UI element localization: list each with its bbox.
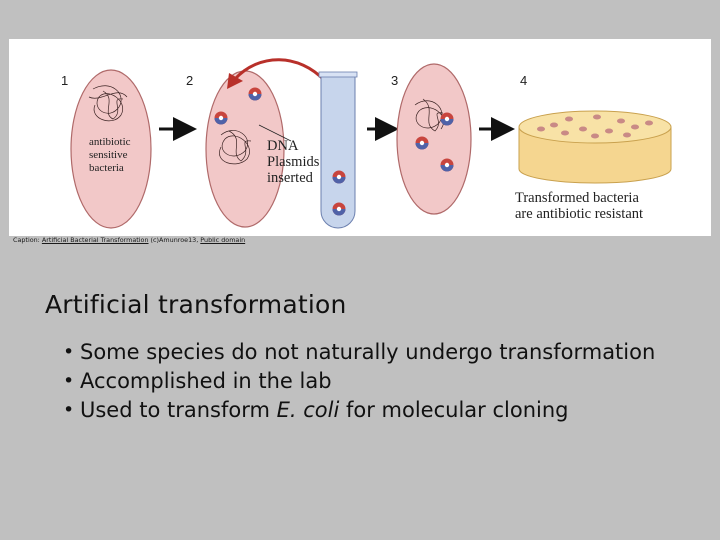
result-label-line1: Transformed bacteria	[515, 190, 639, 206]
plasmid-transfer-arrow	[233, 58, 327, 83]
plasmid-in-cell-3b	[415, 136, 429, 150]
result-label-line2: are antibiotic resistant	[515, 206, 643, 222]
bullet-text-species: E. coli	[276, 398, 340, 422]
bullet-item: Accomplished in the lab	[60, 367, 660, 396]
plasmid-label-line2: Plasmids	[267, 154, 320, 170]
bullet-text: Accomplished in the lab	[80, 369, 332, 393]
chromosome-tangle-2	[219, 130, 252, 165]
recipient-bacterium-cell	[205, 70, 285, 228]
plasmid-in-cell-2b	[214, 111, 228, 125]
caption-prefix: Caption:	[13, 236, 42, 244]
bullet-list: Some species do not naturally undergo tr…	[60, 338, 660, 425]
step-number-2: 2	[186, 73, 193, 88]
plasmid-test-tube	[318, 71, 358, 229]
plasmid-label-line1: DNA	[267, 138, 299, 154]
plasmid-in-cell-3c	[440, 158, 454, 172]
sensitive-label-line3: bacteria	[89, 162, 124, 174]
bullet-text-pre: Used to transform	[80, 398, 277, 422]
step-number-4: 4	[520, 73, 527, 88]
caption-credit: (c)Amunroe13,	[148, 236, 201, 244]
bullet-item: Some species do not naturally undergo tr…	[60, 338, 660, 367]
bacterial-transformation-figure: 1 2 3 4 antibiotic sensitive bacteria	[9, 39, 711, 236]
bullet-text-post: for molecular cloning	[339, 398, 569, 422]
sensitive-label-line2: sensitive	[89, 149, 128, 161]
culture-plate	[518, 110, 672, 184]
plasmid-in-tube-b	[332, 202, 346, 216]
caption-source-link[interactable]: Artificial Bacterial Transformation	[41, 236, 149, 244]
sensitive-bacterium-cell	[70, 69, 152, 229]
slide-title: Artificial transformation	[45, 290, 347, 319]
chromosome-tangle-1	[88, 85, 128, 122]
bullet-item: Used to transform E. coli for molecular …	[60, 396, 660, 425]
transformation-diagram: 1 2 3 4 antibiotic sensitive bacteria	[61, 58, 672, 229]
plasmid-in-tube-a	[332, 170, 346, 184]
plasmid-in-cell-2a	[248, 87, 262, 101]
bullet-text: Some species do not naturally undergo tr…	[80, 340, 656, 364]
step-number-1: 1	[61, 73, 68, 88]
bacterial-colonies	[537, 114, 653, 139]
image-caption: Caption: Artificial Bacterial Transforma…	[13, 236, 613, 245]
plasmid-transfer-arrowhead	[227, 73, 243, 89]
step-number-3: 3	[391, 73, 398, 88]
sensitive-label-line1: antibiotic	[89, 136, 131, 148]
transformed-bacterium-cell	[396, 63, 472, 215]
caption-license-link[interactable]: Public domain	[200, 236, 246, 244]
plasmid-in-cell-3a	[440, 112, 454, 126]
plasmid-pointer-line	[258, 124, 292, 142]
plasmid-label-line3: inserted	[267, 170, 314, 186]
